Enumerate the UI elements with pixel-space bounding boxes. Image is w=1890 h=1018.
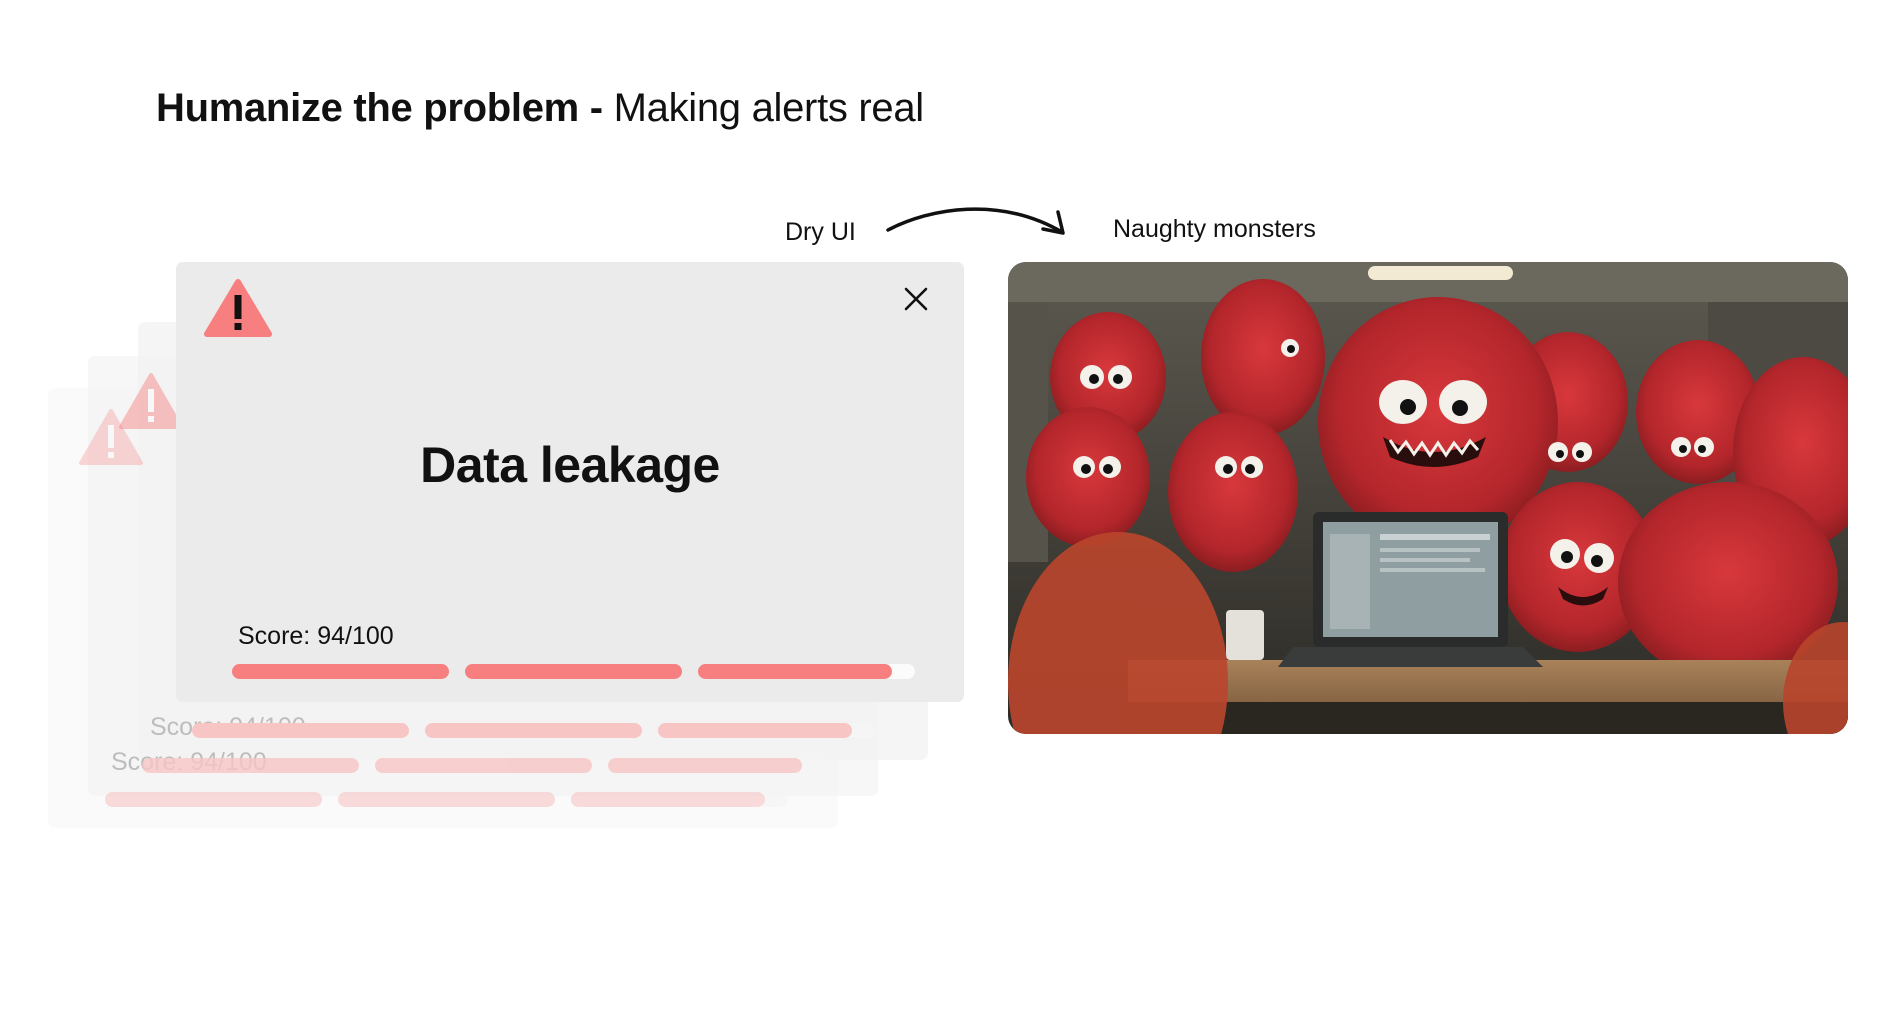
ghost-bar-segment (105, 792, 322, 807)
ghost-bar-segment (142, 758, 359, 773)
monsters-photo (1008, 262, 1848, 734)
score-bar-segment (232, 664, 449, 679)
ghost-bar-segment (192, 723, 409, 738)
dry-ui-label: Dry UI (785, 218, 856, 246)
score-text: Score: 94/100 (238, 622, 394, 650)
close-icon[interactable] (900, 283, 932, 315)
ghost-bar-segment (608, 758, 825, 773)
score-bar-segment (698, 664, 915, 679)
ghost-bar-segment (338, 792, 555, 807)
score-bar (232, 664, 915, 679)
ghost-bar-segment (571, 792, 788, 807)
ghost-warning-icon (79, 409, 143, 465)
warning-triangle-icon (204, 279, 272, 337)
ghost-score-bars (192, 723, 875, 738)
ghost-score-bars (142, 758, 825, 773)
title-bold: Humanize the problem - (156, 86, 603, 130)
naughty-monsters-label: Naughty monsters (1113, 215, 1316, 243)
ghost-score-bars (105, 792, 788, 807)
page-title: Humanize the problem - Making alerts rea… (156, 86, 924, 131)
ghost-warning-icon (119, 373, 183, 429)
score-bar-fill (698, 664, 892, 679)
curved-arrow-icon (886, 207, 1065, 235)
alert-title: Data leakage (420, 437, 720, 493)
alert-card (176, 262, 964, 702)
ghost-bar-segment (425, 723, 642, 738)
ghost-bar-segment (658, 723, 875, 738)
title-light: Making alerts real (613, 86, 925, 130)
ghost-bar-segment (375, 758, 592, 773)
score-bar-segment (465, 664, 682, 679)
